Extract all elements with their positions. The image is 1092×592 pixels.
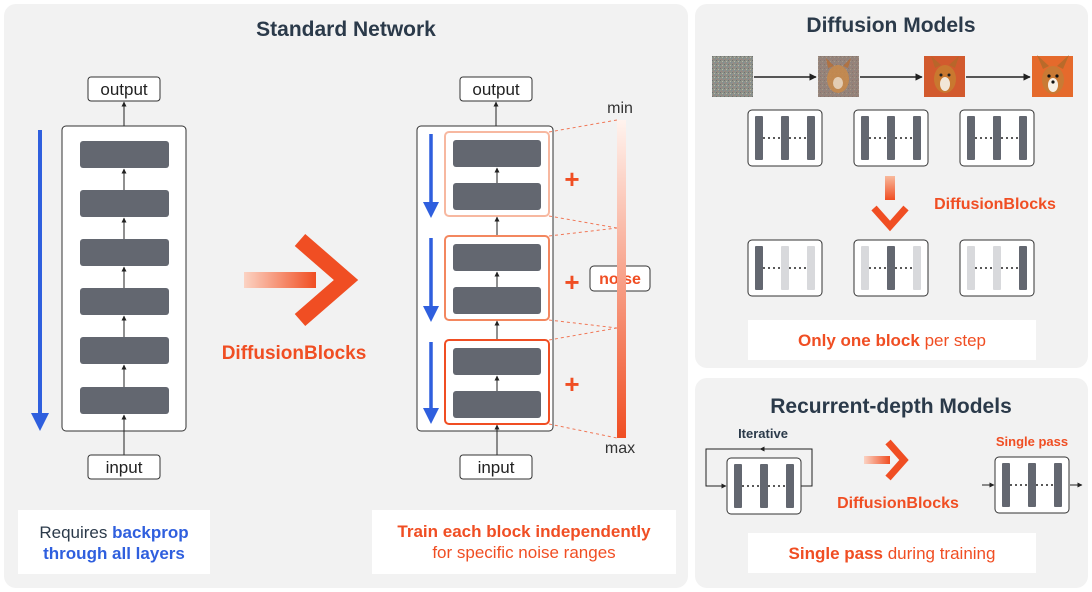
svg-text:Only one block per step: Only one block per step: [798, 331, 986, 350]
db-output-box: [459, 76, 533, 102]
network-mini: [959, 109, 1035, 167]
clean-image: [1032, 55, 1073, 97]
diffusion-block-1: [423, 131, 550, 236]
svg-text:Requires backprop: Requires backprop: [39, 523, 188, 542]
backprop-arrow: [31, 130, 49, 431]
network-mini: [747, 109, 823, 167]
backprop-note-highlight: backprop: [112, 523, 189, 542]
layer-block: [80, 387, 169, 414]
partially-denoised-image: [818, 56, 859, 97]
db-output-label: output: [472, 80, 520, 99]
plus-sign: +: [564, 369, 579, 399]
denoising-sequence: [712, 55, 1073, 97]
network-mini-middle-active: [853, 239, 929, 297]
layer-block: [80, 337, 169, 364]
diffusion-block-3: [423, 339, 550, 455]
single-pass-note-box: [748, 533, 1036, 573]
mostly-denoised-image: [924, 56, 965, 97]
single-pass-note-highlight: Single pass: [789, 544, 883, 563]
recurrent-panel-method-label: DiffusionBlocks: [837, 495, 959, 512]
train-note-highlight: Train each block independently: [397, 522, 651, 541]
db-input-label: input: [478, 458, 515, 477]
backprop-note-line2: through all layers: [43, 544, 185, 563]
train-note-rest: for specific noise ranges: [432, 543, 615, 562]
backprop-note-box: [18, 510, 210, 574]
layer-block: [80, 239, 169, 266]
noise-scale-bar: [617, 120, 626, 438]
output-box: [87, 76, 161, 102]
one-block-note-rest: per step: [920, 331, 986, 350]
output-label: output: [100, 80, 148, 99]
layer-block: [80, 190, 169, 217]
diffusion-down-arrow: [871, 176, 909, 232]
single-pass-label: Single pass: [996, 434, 1068, 449]
noise-image: [712, 56, 753, 97]
standard-network-title: Standard Network: [256, 18, 436, 41]
input-box: [87, 454, 161, 480]
layer-block: [80, 288, 169, 315]
input-label: input: [106, 458, 143, 477]
db-input-box: [459, 454, 533, 480]
diffusion-block-2: [423, 235, 550, 340]
noise-scale-min: min: [607, 100, 633, 117]
diffusionblocks-main-label: DiffusionBlocks: [222, 343, 367, 364]
layer-block: [80, 141, 169, 168]
network-mini-last-active: [959, 239, 1035, 297]
diffusion-panel-method-label: DiffusionBlocks: [934, 196, 1056, 213]
svg-text:Single pass during training: Single pass during training: [789, 544, 996, 563]
standard-blocks: [80, 141, 169, 414]
backprop-note-prefix: Requires: [39, 523, 112, 542]
single-pass-note-rest: during training: [883, 544, 995, 563]
one-block-note-box: [748, 320, 1036, 360]
big-transform-arrow: [244, 233, 359, 327]
recurrent-transform-arrow: [864, 439, 909, 481]
network-mini-first-active: [747, 239, 823, 297]
plus-sign: +: [564, 267, 579, 297]
single-pass-network: [982, 456, 1083, 514]
train-note-box: [372, 510, 676, 574]
recurrent-models-title: Recurrent-depth Models: [770, 395, 1012, 418]
noise-scale-max: max: [605, 440, 635, 457]
plus-sign: +: [564, 164, 579, 194]
iterative-network: [705, 446, 813, 515]
one-block-note-highlight: Only one block: [798, 331, 920, 350]
diffusion-network-row-full: [747, 109, 1035, 167]
diffusion-network-row-single: [747, 239, 1035, 297]
iterative-label: Iterative: [738, 426, 788, 441]
diffusion-models-title: Diffusion Models: [806, 14, 975, 37]
network-mini: [853, 109, 929, 167]
